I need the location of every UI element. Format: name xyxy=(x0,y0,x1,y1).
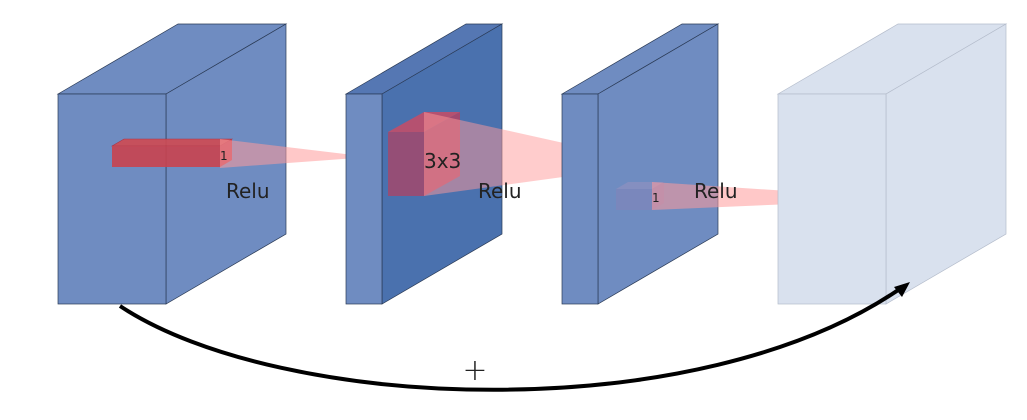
block-3-front xyxy=(561,93,599,305)
kernel-3-label: 1 xyxy=(652,191,660,205)
kernel-1-front xyxy=(112,146,220,167)
skip-connection-arrow xyxy=(118,284,906,392)
kernel-2-label: 3x3 xyxy=(424,149,461,173)
receptive-cone-2 xyxy=(424,112,658,196)
block-1-front xyxy=(57,93,167,305)
feature-block-4 xyxy=(776,23,1008,305)
skip-plus-symbol: + xyxy=(462,353,487,388)
relu-label-2: Relu xyxy=(478,179,522,203)
kernel-1-top xyxy=(110,138,234,147)
block-2-front xyxy=(345,93,383,305)
skip-arrowhead xyxy=(894,282,910,297)
kernel-1 xyxy=(110,138,234,167)
relu-label-3: Relu xyxy=(694,179,738,203)
kernel-3-front xyxy=(616,189,652,210)
relu-label-1: Relu xyxy=(226,179,270,203)
block-4-front xyxy=(777,93,887,305)
receptive-cone-1 xyxy=(220,139,370,168)
kernel-1-label: 1 xyxy=(220,149,228,163)
kernel-2-front xyxy=(388,132,424,196)
feature-block-3 xyxy=(560,23,720,305)
